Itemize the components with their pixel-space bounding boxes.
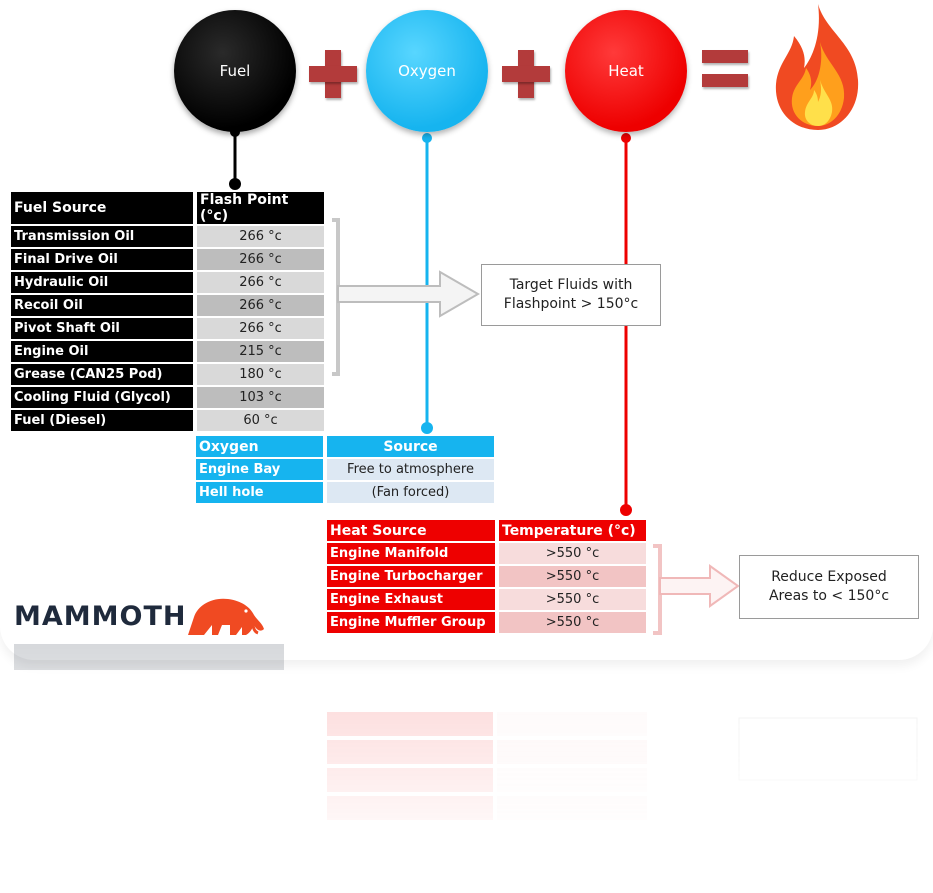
table-row: Grease (CAN25 Pod)180 °c <box>11 364 324 385</box>
heat-arrow-icon <box>659 564 740 608</box>
fuel-source-cell: Recoil Oil <box>11 295 197 316</box>
heat-source-cell: Engine Exhaust <box>327 589 499 610</box>
equals-icon <box>702 50 748 90</box>
heat-source-cell: Engine Muffler Group <box>327 612 499 633</box>
heat-source-table: Heat Source Temperature (°c) Engine Mani… <box>327 518 646 635</box>
oxygen-source-cell: (Fan forced) <box>327 482 494 503</box>
oxygen-location-cell: Hell hole <box>196 482 327 503</box>
fuel-connector-dot-bottom <box>229 178 241 190</box>
oxygen-circle: Oxygen <box>366 10 488 132</box>
mammoth-icon <box>188 598 265 635</box>
flash-point-cell: 266 °c <box>197 318 324 339</box>
flash-point-cell: 266 °c <box>197 249 324 270</box>
temperature-cell: >550 °c <box>499 543 646 564</box>
callout-line: Target Fluids with <box>509 277 633 293</box>
fuel-source-header: Fuel Source <box>11 192 197 224</box>
heat-source-cell: Engine Turbocharger <box>327 566 499 587</box>
fuel-source-cell: Cooling Fluid (Glycol) <box>11 387 197 408</box>
flash-point-cell: 266 °c <box>197 226 324 247</box>
table-row: Engine Manifold>550 °c <box>327 543 646 564</box>
oxygen-header: Oxygen <box>196 436 327 457</box>
fuel-source-cell: Pivot Shaft Oil <box>11 318 197 339</box>
flash-point-cell: 215 °c <box>197 341 324 362</box>
heat-connector-dot-bottom <box>620 504 632 516</box>
temperature-cell: >550 °c <box>499 566 646 587</box>
fuel-circle-label: Fuel <box>219 62 251 80</box>
fuel-source-cell: Transmission Oil <box>11 226 197 247</box>
logo-text: MAMMOTH <box>14 600 187 632</box>
table-row: Engine Turbocharger>550 °c <box>327 566 646 587</box>
callout-line: Reduce Exposed <box>771 569 887 585</box>
flash-point-cell: 103 °c <box>197 387 324 408</box>
fuel-source-cell: Fuel (Diesel) <box>11 410 197 431</box>
heat-source-cell: Engine Manifold <box>327 543 499 564</box>
fire-icon <box>775 4 859 130</box>
flash-point-header: Flash Point (°c) <box>197 192 324 224</box>
table-header-row: Fuel Source Flash Point (°c) <box>11 192 324 224</box>
heat-source-header: Heat Source <box>327 520 499 541</box>
table-row: Hell hole(Fan forced) <box>196 482 494 503</box>
flash-point-cell: 60 °c <box>197 410 324 431</box>
target-fluids-callout: Target Fluids with Flashpoint > 150°c <box>481 264 661 326</box>
flash-point-cell: 180 °c <box>197 364 324 385</box>
heat-circle-label: Heat <box>608 62 644 80</box>
table-row: Fuel (Diesel)60 °c <box>11 410 324 431</box>
plus-icon <box>309 50 357 98</box>
fuel-arrow-icon <box>337 270 480 318</box>
oxygen-location-cell: Engine Bay <box>196 459 327 480</box>
mammoth-logo: MAMMOTH <box>14 596 266 636</box>
flash-point-cell: 266 °c <box>197 272 324 293</box>
callout-line: Flashpoint > 150°c <box>503 296 639 312</box>
plus-icon <box>502 50 550 98</box>
table-row: Engine Muffler Group>550 °c <box>327 612 646 633</box>
oxygen-connector-dot-top <box>422 133 432 143</box>
fuel-circle: Fuel <box>174 10 296 132</box>
oxygen-source-cell: Free to atmosphere <box>327 459 494 480</box>
oxygen-circle-label: Oxygen <box>398 62 456 80</box>
source-header: Source <box>327 436 494 457</box>
table-row: Engine Exhaust>550 °c <box>327 589 646 610</box>
temperature-cell: >550 °c <box>499 612 646 633</box>
fuel-source-table: Fuel Source Flash Point (°c) Transmissio… <box>11 190 324 433</box>
fuel-source-cell: Engine Oil <box>11 341 197 362</box>
temperature-cell: >550 °c <box>499 589 646 610</box>
oxygen-connector-dot-bottom <box>421 422 433 434</box>
heat-circle: Heat <box>565 10 687 132</box>
flash-point-cell: 266 °c <box>197 295 324 316</box>
fuel-source-cell: Grease (CAN25 Pod) <box>11 364 197 385</box>
fuel-source-cell: Final Drive Oil <box>11 249 197 270</box>
temperature-header: Temperature (°c) <box>499 520 646 541</box>
table-header-row: Heat Source Temperature (°c) <box>327 520 646 541</box>
heat-bracket <box>653 544 662 635</box>
fuel-source-cell: Hydraulic Oil <box>11 272 197 293</box>
reduce-exposed-callout: Reduce Exposed Areas to < 150°c <box>739 555 919 619</box>
callout-line: Areas to < 150°c <box>768 588 890 604</box>
table-header-row: Oxygen Source <box>196 436 494 457</box>
heat-connector-dot-top <box>621 133 631 143</box>
table-row: Cooling Fluid (Glycol)103 °c <box>11 387 324 408</box>
reflection-decoration <box>14 644 918 820</box>
